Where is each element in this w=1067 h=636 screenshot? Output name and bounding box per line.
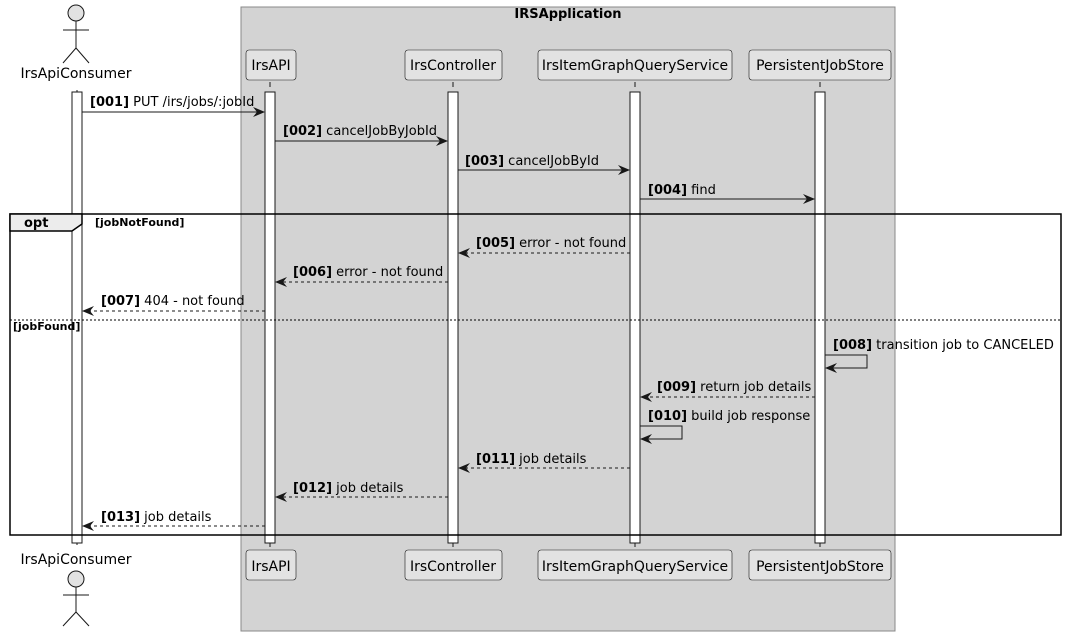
message-005-number: [005] — [476, 236, 515, 251]
participant-store-bottom[interactable] — [748, 549, 892, 581]
participant-store-top[interactable] — [748, 49, 892, 81]
message-010[interactable]: [010] build job response — [640, 409, 810, 444]
participant-controller-label-bottom: IrsController — [410, 559, 496, 575]
svg-text:[003] cancelJobById: [003] cancelJobById — [465, 154, 599, 169]
message-001-number: [001] — [90, 95, 129, 110]
message-013-number: [013] — [101, 510, 140, 525]
message-001-text: PUT /irs/jobs/:jobId — [133, 95, 254, 110]
participant-query-label-bottom: IrsItemGraphQueryService — [542, 559, 728, 575]
svg-text:[011] job details: [011] job details — [476, 452, 587, 467]
activation-store — [814, 91, 826, 544]
svg-text:[009] return job details: [009] return job details — [657, 380, 812, 395]
message-012-text: job details — [335, 481, 403, 496]
svg-text:[010] build job response: [010] build job response — [648, 409, 810, 424]
svg-text:[008] transition job to CANCEL: [008] transition job to CANCELED — [833, 338, 1054, 353]
message-007-text: 404 - not found — [144, 294, 244, 309]
activation-consumer — [71, 91, 83, 544]
message-002[interactable]: [002] cancelJobByJobId — [275, 124, 448, 146]
opt-frame — [9, 213, 1062, 536]
message-011-number: [011] — [476, 452, 515, 467]
message-006-number: [006] — [293, 265, 332, 280]
participants-top: IrsApiConsumer IrsAPI IrsController IrsI… — [21, 4, 892, 82]
actor-consumer-bottom[interactable] — [62, 570, 90, 627]
message-002-text: cancelJobByJobId — [326, 124, 437, 139]
message-004-number: [004] — [648, 183, 687, 198]
message-003-text: cancelJobById — [508, 154, 599, 169]
messages: [001] PUT /irs/jobs/:jobId [002] cancelJ… — [82, 95, 1054, 531]
actor-consumer-top[interactable] — [62, 4, 90, 64]
message-003-number: [003] — [465, 154, 504, 169]
activation-bars — [71, 91, 826, 544]
message-007[interactable]: [007] 404 - not found — [82, 294, 265, 316]
group-title: IRSApplication — [514, 7, 621, 22]
message-005-text: error - not found — [519, 236, 626, 251]
svg-text:[005] error - not found: [005] error - not found — [476, 236, 626, 251]
activation-query — [629, 91, 641, 544]
message-003[interactable]: [003] cancelJobById — [458, 154, 630, 175]
opt-keyword: opt — [24, 216, 48, 231]
participant-controller-top[interactable] — [404, 49, 503, 81]
participants-bottom: IrsApiConsumer IrsAPI IrsController IrsI… — [21, 549, 892, 627]
svg-text:[007] 404 - not found: [007] 404 - not found — [101, 294, 245, 309]
participant-controller-label-top: IrsController — [410, 58, 496, 74]
actor-consumer-label-bottom: IrsApiConsumer — [21, 552, 132, 568]
message-009-text: return job details — [700, 380, 811, 395]
message-012-number: [012] — [293, 481, 332, 496]
message-011-text: job details — [518, 452, 586, 467]
participant-api-label-top: IrsAPI — [251, 58, 290, 74]
participant-api-label-bottom: IrsAPI — [251, 559, 290, 575]
message-011[interactable]: [011] job details — [458, 452, 630, 473]
svg-text:[002] cancelJobByJobId: [002] cancelJobByJobId — [283, 124, 437, 139]
participant-store-label-bottom: PersistentJobStore — [756, 559, 884, 575]
message-013[interactable]: [013] job details — [82, 510, 265, 531]
svg-text:[012] job details: [012] job details — [293, 481, 404, 496]
message-008[interactable]: [008] transition job to CANCELED — [825, 338, 1054, 373]
message-010-text: build job response — [691, 409, 810, 424]
participant-api-top[interactable] — [245, 49, 297, 81]
participant-store-label-top: PersistentJobStore — [756, 58, 884, 74]
participant-query-bottom[interactable] — [537, 549, 733, 581]
participant-query-label-top: IrsItemGraphQueryService — [542, 58, 728, 74]
message-010-number: [010] — [648, 409, 687, 424]
message-001[interactable]: [001] PUT /irs/jobs/:jobId — [82, 95, 265, 117]
message-008-number: [008] — [833, 338, 872, 353]
message-009[interactable]: [009] return job details — [640, 380, 815, 402]
message-006[interactable]: [006] error - not found — [275, 265, 448, 287]
participant-api-bottom[interactable] — [245, 549, 297, 581]
message-012[interactable]: [012] job details — [275, 481, 448, 502]
opt-condition-1: [jobNotFound] — [95, 216, 184, 229]
message-006-text: error - not found — [336, 265, 443, 280]
message-007-number: [007] — [101, 294, 140, 309]
group-box — [240, 6, 896, 632]
participant-controller-bottom[interactable] — [404, 549, 503, 581]
activation-api — [264, 91, 276, 544]
svg-text:[001] PUT /irs/jobs/:jobId: [001] PUT /irs/jobs/:jobId — [90, 95, 254, 110]
participant-query-top[interactable] — [537, 49, 733, 81]
svg-text:[013] job details: [013] job details — [101, 510, 212, 525]
message-013-text: job details — [143, 510, 211, 525]
message-004[interactable]: [004] find — [640, 183, 815, 204]
actor-consumer-label-top: IrsApiConsumer — [21, 66, 132, 82]
message-002-number: [002] — [283, 124, 322, 139]
svg-text:[006] error - not found: [006] error - not found — [293, 265, 443, 280]
message-004-text: find — [691, 183, 716, 198]
message-008-text: transition job to CANCELED — [876, 338, 1054, 353]
message-009-number: [009] — [657, 380, 696, 395]
opt-tab — [9, 213, 83, 232]
opt-fragment: opt [jobNotFound] [jobFound] — [9, 213, 1062, 536]
svg-text:[004] find: [004] find — [648, 183, 716, 198]
activation-controller — [447, 91, 459, 544]
opt-condition-2: [jobFound] — [13, 320, 80, 333]
message-005[interactable]: [005] error - not found — [458, 236, 630, 258]
